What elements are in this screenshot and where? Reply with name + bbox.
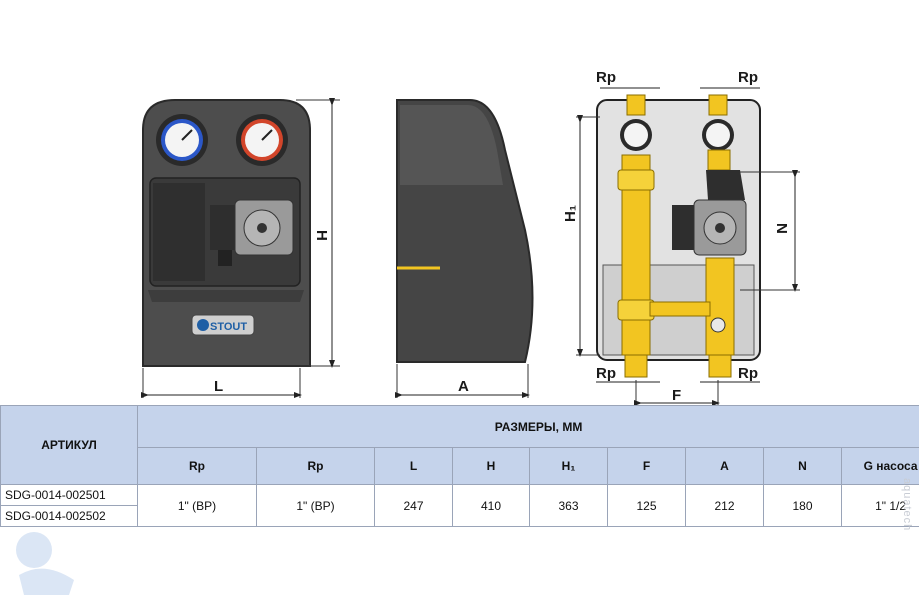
thermometer-red-icon: [236, 114, 288, 166]
label-rp-top-left: Rp: [596, 69, 616, 86]
table-cell: 247: [374, 484, 453, 527]
brand-logo: STOUT: [191, 314, 255, 336]
column-header: H: [452, 447, 530, 485]
column-header: L: [374, 447, 453, 485]
dim-label-h: H: [313, 230, 330, 241]
table-cell: 1" (ВР): [137, 484, 257, 527]
thermometer-blue-icon: [156, 114, 208, 166]
dim-label-a: A: [458, 378, 469, 395]
thermometer-right-icon: [702, 119, 734, 151]
thermometer-left-icon: [620, 119, 652, 151]
dimensions-table: АРТИКУЛ РАЗМЕРЫ, ММ Rp Rp L H H₁ F A N G…: [0, 405, 919, 527]
schematic-view: Rp Rp Rp Rp H₁ N F: [562, 69, 800, 405]
column-header: N: [763, 447, 842, 485]
article-code: SDG-0014-002502: [0, 505, 138, 527]
watermark-logo: [16, 532, 74, 595]
column-header: A: [685, 447, 764, 485]
table-cell: 180: [763, 484, 842, 527]
dim-label-l: L: [214, 378, 223, 395]
table-cell: 410: [452, 484, 530, 527]
label-rp-bottom-left: Rp: [596, 365, 616, 382]
table-cell: 1" 1/2: [840, 484, 919, 527]
column-header: H₁: [529, 447, 608, 485]
dimensions-group-header: РАЗМЕРЫ, ММ: [136, 405, 919, 448]
dim-label-h1: H₁: [562, 205, 579, 222]
column-header: Rp: [256, 447, 375, 485]
schematic-pump-icon: [672, 199, 747, 256]
table-cell: 363: [529, 484, 608, 527]
dim-label-f: F: [672, 387, 681, 404]
table-cell: 212: [685, 484, 764, 527]
column-header: F: [607, 447, 686, 485]
column-header: Rp: [137, 447, 257, 485]
side-view: A: [395, 99, 534, 398]
table-cell: 1" (ВР): [256, 484, 375, 527]
dim-label-n: N: [773, 223, 790, 234]
label-rp-bottom-right: Rp: [738, 365, 758, 382]
table-cell: 125: [607, 484, 686, 527]
technical-drawings: STOUT L H A: [141, 69, 800, 405]
label-rp-top-right: Rp: [738, 69, 758, 86]
column-header: G насоса: [840, 447, 919, 485]
front-view: STOUT L H: [141, 98, 340, 398]
article-header: АРТИКУЛ: [0, 405, 138, 485]
pump-icon: [210, 199, 294, 266]
article-code: SDG-0014-002501: [0, 484, 138, 506]
watermark-text: aquatech: [901, 478, 913, 532]
brand-text: STOUT: [210, 321, 247, 333]
